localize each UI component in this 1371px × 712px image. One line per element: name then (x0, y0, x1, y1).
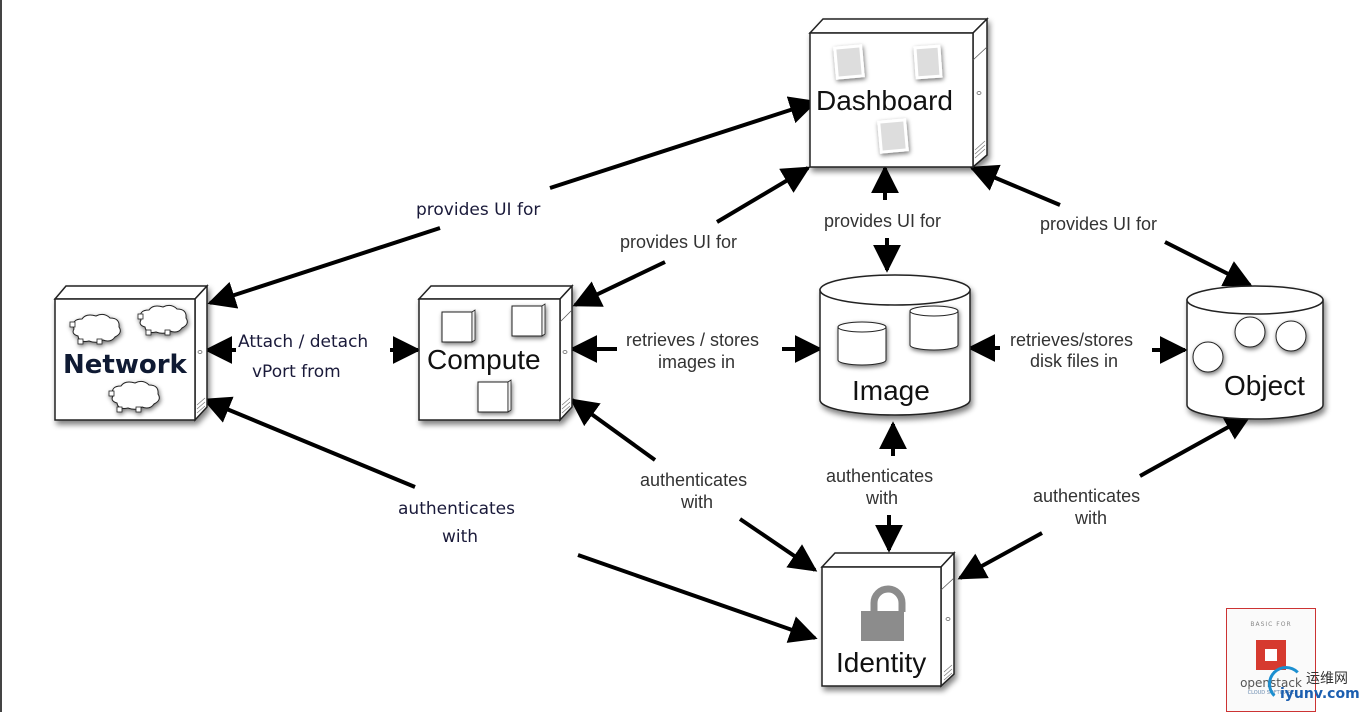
node-compute[interactable]: Compute (417, 284, 574, 422)
edge-label-dashboard-network: provides UI for (416, 200, 540, 220)
node-label-object: Object (1224, 370, 1305, 401)
node-dashboard[interactable]: Dashboard (808, 17, 989, 169)
edge-label-network-identity-2: with (442, 527, 478, 547)
node-label-dashboard: Dashboard (816, 85, 953, 116)
edge-label-object-identity-2: with (1074, 508, 1107, 528)
cube-icon (441, 309, 476, 343)
node-identity[interactable]: Identity (820, 551, 956, 688)
edge-label-dashboard-image: provides UI for (824, 211, 941, 231)
edge-label-compute-image-1: retrieves / stores (626, 330, 759, 350)
edge-label-object-identity-1: authenticates (1033, 486, 1140, 506)
badge-top-text: BASIC FOR (1250, 621, 1292, 628)
node-label-image: Image (852, 375, 930, 406)
edge-label-compute-image-2: images in (658, 352, 735, 372)
edge-label-network-identity-1: authenticates (398, 499, 515, 519)
small-cylinder-icon (837, 321, 887, 366)
site-watermark: 运维网 iyunv.com (1268, 664, 1371, 712)
edge-compute-network: Attach / detach vPort from (204, 332, 421, 382)
edge-dashboard-network: provides UI for (207, 96, 818, 309)
edge-label-dashboard-compute: provides UI for (620, 232, 737, 252)
edge-label-dashboard-object: provides UI for (1040, 214, 1157, 234)
edges: provides UI for provides UI for provides… (202, 96, 1253, 643)
edge-label-image-identity-2: with (865, 488, 898, 508)
edge-image-identity: authenticates with (826, 421, 933, 553)
small-cylinder-icon (909, 305, 959, 351)
document-icon (833, 44, 865, 80)
lock-icon (861, 585, 906, 641)
document-icon (913, 44, 943, 80)
document-icon (877, 118, 909, 154)
node-label-compute: Compute (427, 344, 541, 375)
cloud-icon (108, 380, 160, 413)
node-label-identity: Identity (836, 647, 926, 678)
watermark-cn-text: 运维网 (1306, 671, 1348, 687)
edge-label-image-object-2: disk files in (1030, 351, 1118, 371)
cube-icon (477, 379, 512, 413)
edge-compute-identity: authenticates with (569, 398, 818, 572)
edge-compute-image: retrieves / stores images in (569, 330, 823, 372)
edge-label-compute-network-2: vPort from (252, 362, 341, 382)
node-network[interactable]: Network (53, 284, 209, 422)
node-object[interactable]: Object (1186, 285, 1324, 420)
edge-label-image-identity-1: authenticates (826, 466, 933, 486)
edge-label-image-object-1: retrieves/stores (1010, 330, 1133, 350)
cloud-icon (137, 304, 188, 336)
cube-icon (511, 303, 546, 337)
edge-dashboard-compute: provides UI for (572, 166, 811, 307)
node-image[interactable]: Image (819, 274, 971, 416)
edge-label-compute-identity-2: with (680, 492, 713, 512)
openstack-logo-icon (1256, 640, 1286, 670)
edge-label-compute-network-1: Attach / detach (238, 332, 368, 352)
edge-image-object: retrieves/stores disk files in (967, 330, 1188, 371)
watermark-logo-icon (1268, 666, 1304, 702)
watermark-url-text: iyunv.com (1280, 686, 1360, 702)
node-label-network: Network (63, 350, 188, 380)
edge-network-identity: authenticates with (202, 396, 818, 643)
edge-object-identity: authenticates with (957, 413, 1253, 580)
edge-dashboard-object: provides UI for (969, 164, 1253, 287)
circle-icon (1192, 341, 1224, 373)
circle-icon (1275, 320, 1307, 352)
circle-icon (1234, 316, 1266, 348)
cloud-icon (69, 313, 121, 345)
edge-label-compute-identity-1: authenticates (640, 470, 747, 490)
edge-dashboard-image: provides UI for (824, 165, 941, 273)
